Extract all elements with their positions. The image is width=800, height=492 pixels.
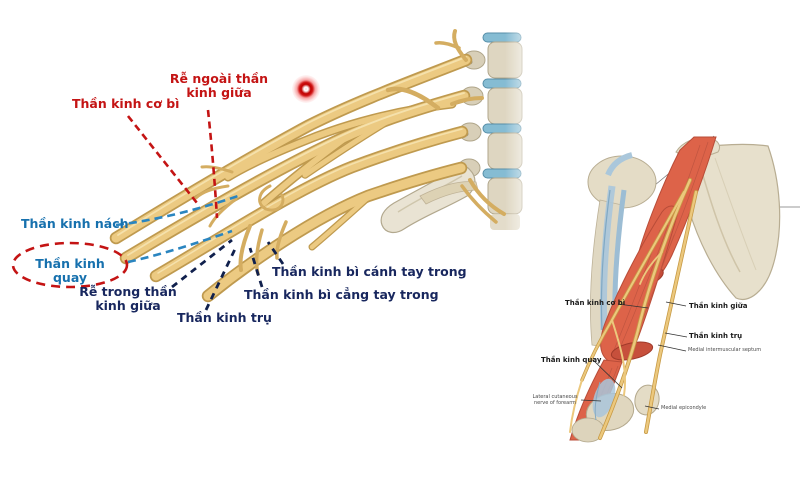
label-than-kinh-nach: Thần kinh nách [21,216,129,231]
leader-co-bi-left [126,115,199,204]
label-rd-medial-intermuscular-septum: Medial intermuscular septum [688,347,762,353]
leader-rd-lat-cut [580,399,602,402]
label-re-ngoai-than-kinh-giua: Rễ ngoài thần kinh giữa [163,71,275,101]
label-re-ngoai-line1: Rễ ngoài thần [169,71,269,86]
leader-re-ngoai [206,109,219,219]
nerve-strands [109,29,506,303]
brachial-plexus-illustration [109,28,550,303]
leader-bi-canh-tay [266,241,285,265]
leader-re-trong [171,238,233,289]
label-than-kinh-quay: Thần kinh quay [35,256,105,286]
highlight-ellipse-quay [11,241,129,289]
label-re-trong-line1: Rễ trong thần [79,284,177,299]
label-than-kinh-tru: Thần kinh trụ [177,310,272,325]
leader-rd-septum [657,344,687,352]
label-re-trong-than-kinh-giua: Rễ trong thần kinh giữa [76,284,180,314]
label-rd-than-kinh-co-bi: Thần kinh cơ bì [565,299,626,307]
laser-pointer-dot [292,75,320,103]
label-re-trong-line2: kinh giữa [95,298,161,314]
label-rd-than-kinh-quay: Thần kinh quay [541,356,602,364]
arm-nerves [569,178,698,440]
vertebral-column [457,28,550,236]
leader-rd-co-bi [617,303,649,309]
leader-quay [127,229,233,264]
label-rd-lateral-cutaneous-nerve: Lateral cutaneous nerve of forearm [529,394,581,407]
label-rd-lat-cut-line2: nerve of forearm [533,399,577,406]
leader-bi-cang-tay [248,247,264,288]
label-than-kinh-co-bi: Thần kinh cơ bì [72,96,180,111]
leader-nach [115,194,239,227]
label-than-kinh-bi-canh-tay-trong: Thần kinh bì cánh tay trong [272,264,467,279]
label-rd-than-kinh-giua: Thần kinh giữa [689,302,748,310]
leader-rd-quay [592,359,623,389]
label-than-kinh-bi-cang-tay-trong: Thần kinh bì cẳng tay trong [244,287,439,302]
label-rd-medial-epicondyle: Medial epicondyle [661,405,707,411]
label-re-ngoai-line2: kinh giữa [186,85,252,101]
leader-rd-med-epi [644,405,660,410]
leader-rd-tru [664,332,688,338]
arm-illustration [569,135,800,443]
label-rd-lat-cut-line1: Lateral cutaneous [532,394,578,400]
leader-rd-giua [665,301,687,307]
label-rd-than-kinh-tru: Thần kinh trụ [689,332,743,340]
